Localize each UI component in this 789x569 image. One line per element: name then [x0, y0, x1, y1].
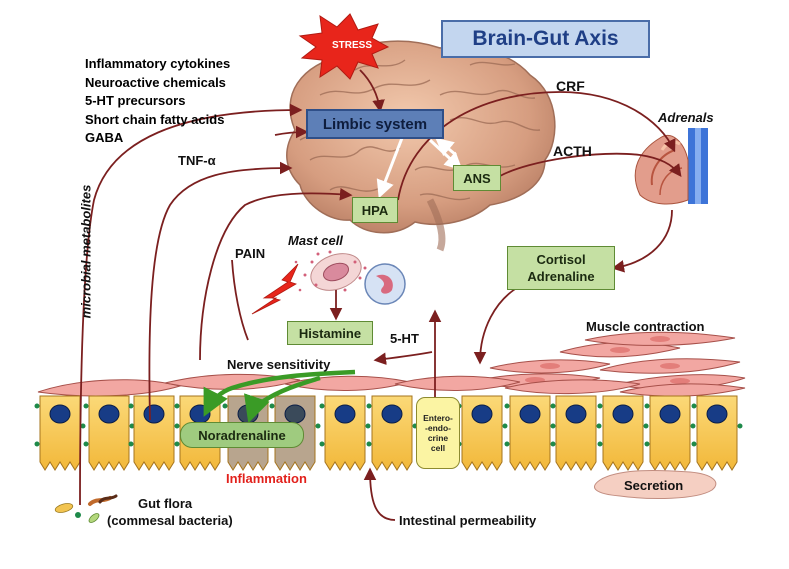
epithelium [34, 395, 743, 471]
tight-junction-dot [550, 403, 556, 409]
cell-nucleus [706, 404, 728, 424]
tight-junction-dot [504, 403, 510, 409]
tight-junction-dot [174, 441, 180, 447]
cell-nucleus [49, 404, 71, 424]
diagram-title: Brain-Gut Axis [441, 20, 650, 58]
metabolite-item: 5-HT precursors [85, 93, 186, 108]
nerve-fibers [203, 369, 356, 424]
crf-label: CRF [556, 78, 585, 94]
histamine-granule-icon [364, 263, 406, 305]
tight-junction-dot [691, 403, 697, 409]
cell-nucleus [659, 404, 681, 424]
tight-junction-dot [550, 423, 556, 429]
tight-junction-dot [315, 423, 321, 429]
tight-junction-dot [129, 423, 135, 429]
tight-junction-dot [504, 441, 510, 447]
tight-junction-dot [319, 441, 325, 447]
tight-junction-dot [644, 441, 650, 447]
tight-junction-dot [128, 403, 134, 409]
limbic-system-box: Limbic system [306, 109, 444, 139]
tight-junction-dot [596, 423, 602, 429]
entero-line: crine [427, 433, 449, 443]
cell-nucleus [612, 404, 634, 424]
metabolite-item: GABA [85, 130, 124, 145]
hpa-box: HPA [352, 197, 398, 223]
tight-junction-dot [174, 403, 180, 409]
tight-junction-dot [83, 441, 89, 447]
commensal-bacteria-label: (commesal bacteria) [107, 513, 233, 528]
tight-junction-dot [319, 403, 325, 409]
cell-nucleus [565, 404, 587, 424]
gut-flora-bacteria-icon [54, 494, 118, 523]
enteroendocrine-cell: Entero- -endo- crine cell [416, 397, 460, 469]
tight-junction-dot [366, 441, 372, 447]
tight-junction-dot [128, 441, 134, 447]
metabolite-item: Short chain fatty acids [85, 111, 225, 127]
tight-junction-dot [80, 423, 86, 429]
histamine-box: Histamine [287, 321, 373, 345]
tight-junction-dot [269, 403, 275, 409]
muscle-layer [37, 373, 746, 397]
cell-nucleus [519, 404, 541, 424]
ans-box: ANS [453, 165, 501, 191]
entero-line: -endo- [425, 423, 451, 433]
pathway-arrows [79, 69, 682, 521]
pain-lightning-icon [251, 263, 299, 315]
tight-junction-dot [34, 441, 40, 447]
metabolite-item: Inflammatory cytokines [85, 56, 231, 71]
secretion-label: Secretion [624, 478, 684, 493]
tight-junction-dot [597, 403, 603, 409]
entero-line: cell [430, 443, 446, 453]
acth-label: ACTH [553, 143, 592, 159]
cell-nucleus [471, 404, 493, 424]
metabolite-item: Neuroactive chemicals [85, 74, 226, 90]
nerve-sensitivity-label: Nerve sensitivity [227, 357, 331, 372]
cell-nucleus [334, 404, 356, 424]
mast-cell-illustration [294, 250, 374, 292]
tight-junction-dot [174, 423, 180, 429]
stress-burst-icon [298, 13, 390, 80]
gut-flora-label: Gut flora [138, 496, 193, 511]
limbic-white-arrows [376, 137, 463, 199]
stress-label: STRESS [331, 40, 372, 51]
tight-junction-dot [597, 441, 603, 447]
tight-junction-dot [691, 441, 697, 447]
five-ht-label: 5-HT [390, 331, 419, 346]
noradrenaline-box: Noradrenaline [180, 422, 304, 448]
tnf-label: TNF-α [178, 153, 216, 168]
tight-junction-dot [550, 441, 556, 447]
adrenaline-label: Adrenaline [527, 269, 595, 284]
secretion-blob [594, 469, 717, 499]
microbial-metabolites-label: microbial metabolites [78, 184, 94, 319]
tight-junction-dot [365, 423, 371, 429]
tight-junction-dot [643, 423, 649, 429]
cortisol-label: Cortisol [536, 252, 586, 267]
tight-junction-dot [690, 423, 696, 429]
cell-nucleus [284, 404, 306, 424]
tight-junction-dot [644, 403, 650, 409]
tight-junction-dot [502, 423, 508, 429]
intestinal-permeability-label: Intestinal permeability [399, 513, 537, 528]
tight-junction-dot [366, 403, 372, 409]
pain-label: PAIN [235, 246, 266, 261]
cell-nucleus [98, 404, 120, 424]
cell-nucleus [143, 404, 165, 424]
tight-junction-dot [737, 423, 743, 429]
entero-line: Entero- [423, 413, 453, 423]
cortisol-adrenaline-box: Cortisol Adrenaline [507, 246, 615, 290]
muscle-contraction-label: Muscle contraction [586, 319, 705, 334]
mast-cell-label: Mast cell [288, 233, 343, 248]
tight-junction-dot [83, 403, 89, 409]
adrenals-label: Adrenals [658, 110, 714, 125]
metabolite-list: Inflammatory cytokines Neuroactive chemi… [85, 55, 230, 148]
inflammation-label: Inflammation [226, 471, 307, 486]
tight-junction-dot [222, 403, 228, 409]
cell-nucleus [381, 404, 403, 424]
tight-junction-dot [34, 403, 40, 409]
